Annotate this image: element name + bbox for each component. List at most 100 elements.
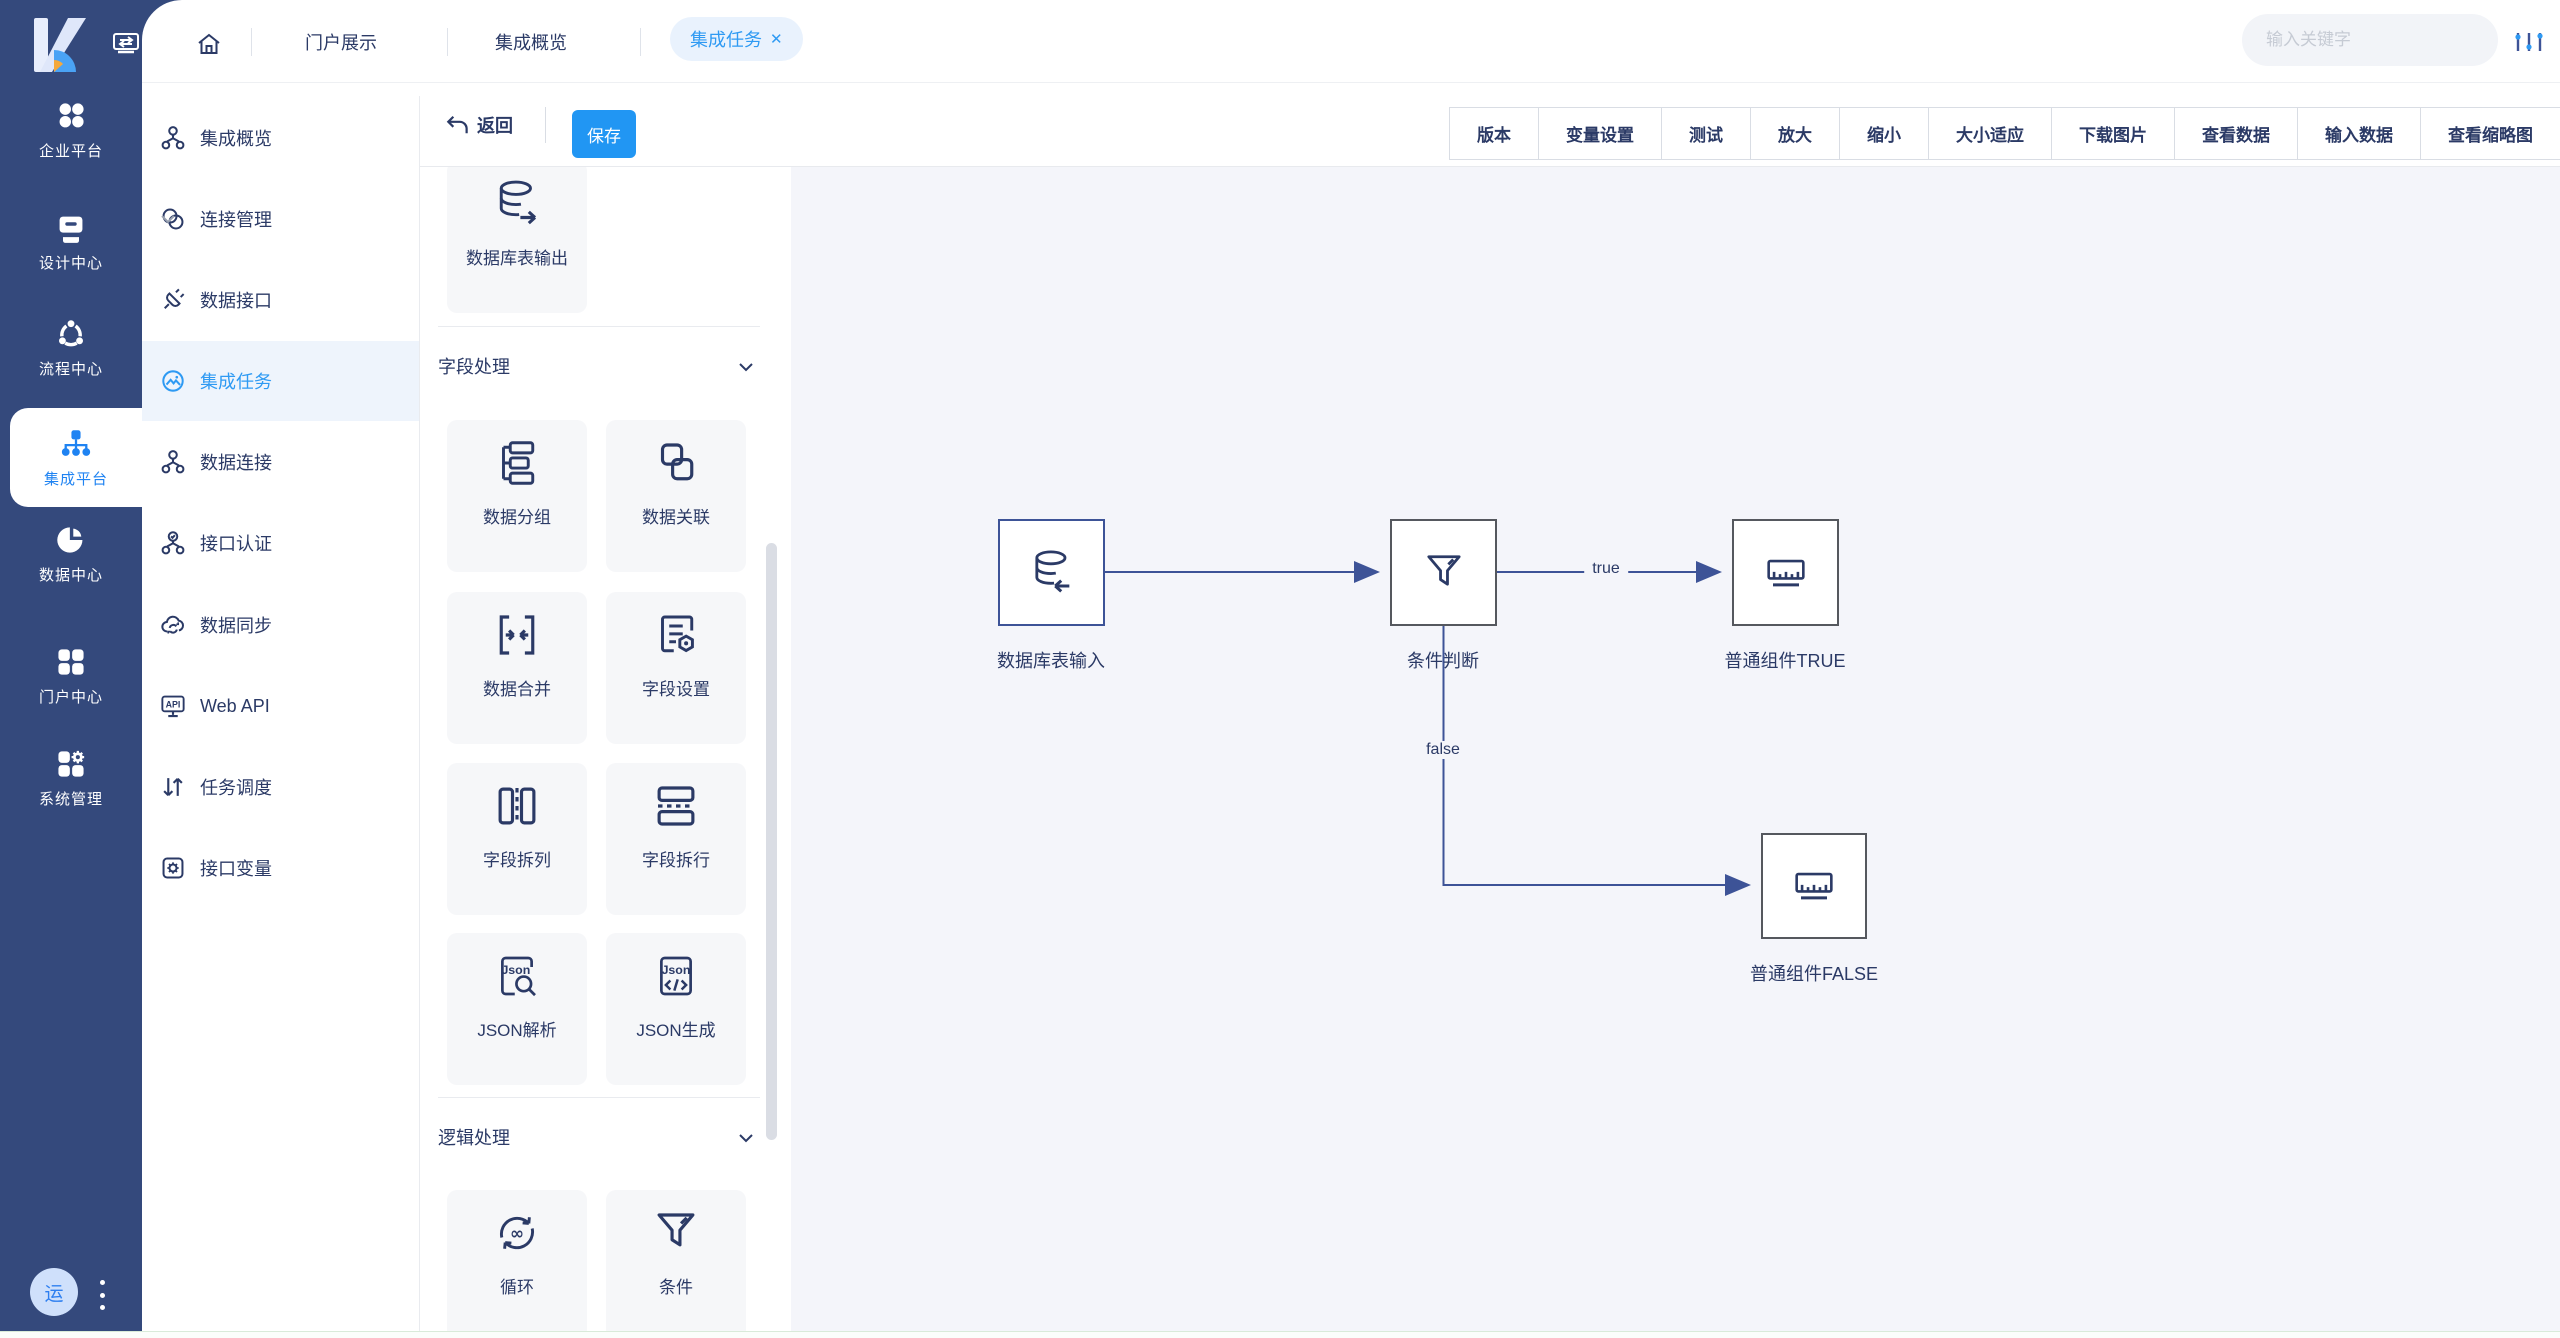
cloud-sync-icon <box>161 615 184 634</box>
avatar-text: 运 <box>44 1283 64 1305</box>
save-button[interactable]: 保存 <box>572 110 636 158</box>
portal-grid-icon <box>58 649 84 675</box>
tab-divider <box>447 28 448 56</box>
node-label-false-component: 普通组件FALSE <box>1749 964 1879 984</box>
clover-icon <box>59 103 84 128</box>
task-image-icon <box>162 370 184 392</box>
action-test-button[interactable]: 测试 <box>1662 108 1751 159</box>
sort-arrows-icon <box>163 777 183 797</box>
node-label-condition: 条件判断 <box>1407 651 1479 671</box>
sidebar-item-label: 企业平台 <box>38 143 103 160</box>
filter-sliders-icon[interactable] <box>2514 31 2544 53</box>
palette-card-loop[interactable]: ∞ 循环 <box>447 1190 587 1331</box>
toolbar-divider <box>545 107 546 143</box>
palette-card-field-split-row[interactable]: 字段拆行 <box>606 763 746 915</box>
menu-item-web-api[interactable]: API Web API <box>142 666 419 746</box>
palette-card-data-merge[interactable]: 数据合并 <box>447 592 587 744</box>
more-menu-icon[interactable] <box>98 1280 106 1310</box>
menu-item-data-sync[interactable]: 数据同步 <box>142 585 419 665</box>
action-input-data-button[interactable]: 输入数据 <box>2298 108 2421 159</box>
sidebar-item-design[interactable]: 设计中心 <box>0 212 142 273</box>
menu-item-integration-task[interactable]: 集成任务 <box>142 341 419 421</box>
bottom-scrollbar-track[interactable] <box>0 1331 2560 1338</box>
close-tab-icon[interactable]: ✕ <box>770 30 783 48</box>
palette-card-label: 字段设置 <box>642 680 710 699</box>
system-gear-icon <box>58 750 85 777</box>
node-condition[interactable] <box>1390 519 1497 626</box>
node-label-db-input: 数据库表输入 <box>997 651 1105 671</box>
flow-canvas[interactable]: true false 数据库表输入 条件判断 普通组件T <box>791 167 2560 1331</box>
pie-chart-icon <box>57 527 83 553</box>
user-avatar[interactable]: 运 <box>30 1268 78 1316</box>
action-fit-button[interactable]: 大小适应 <box>1929 108 2052 159</box>
sidebar-item-portal-center[interactable]: 门户中心 <box>0 646 142 707</box>
node-true-component[interactable] <box>1732 519 1839 626</box>
sidebar-item-label: 设计中心 <box>38 255 103 272</box>
node-false-component[interactable] <box>1761 833 1867 939</box>
menu-item-api-auth[interactable]: 接口认证 <box>142 503 419 583</box>
tab-integration-overview[interactable]: 集成概览 <box>495 33 567 53</box>
palette-scrollbar-thumb[interactable] <box>766 543 777 1140</box>
action-view-minimap-button[interactable]: 查看缩略图 <box>2421 108 2560 159</box>
sidebar-item-integration[interactable]: 集成平台 <box>10 408 142 507</box>
tab-integration-task-active[interactable]: 集成任务 ✕ <box>670 17 803 61</box>
palette-card-data-relate[interactable]: 数据关联 <box>606 420 746 572</box>
palette-section-logic-processing[interactable]: 逻辑处理 <box>438 1124 760 1152</box>
palette-card-db-output[interactable]: 数据库表输出 <box>447 167 587 313</box>
panel-divider <box>419 96 420 1331</box>
action-version-button[interactable]: 版本 <box>1450 108 1539 159</box>
palette-section-field-processing[interactable]: 字段处理 <box>438 353 760 381</box>
global-search[interactable] <box>2242 14 2498 66</box>
action-zoom-in-button[interactable]: 放大 <box>1751 108 1840 159</box>
action-view-data-button[interactable]: 查看数据 <box>2175 108 2298 159</box>
chevron-down-icon[interactable] <box>160 214 176 224</box>
edge-label-true: true <box>1584 560 1628 578</box>
menu-item-connection-mgmt[interactable]: 连接管理 <box>142 179 419 259</box>
svg-text:∞: ∞ <box>510 1223 524 1243</box>
menu-item-data-interface[interactable]: 数据接口 <box>142 260 419 340</box>
palette-card-label: JSON解析 <box>477 1021 557 1040</box>
menu-item-task-schedule[interactable]: 任务调度 <box>142 747 419 827</box>
menu-item-label: 任务调度 <box>200 778 272 798</box>
sidebar-item-label: 流程中心 <box>38 361 103 378</box>
palette-card-json-parse[interactable]: Json JSON解析 <box>447 933 587 1085</box>
collapse-sidebar-icon[interactable] <box>112 31 140 55</box>
menu-item-label: 连接管理 <box>200 210 272 230</box>
palette-card-label: 数据合并 <box>483 680 551 699</box>
sidebar-item-enterprise[interactable]: 企业平台 <box>0 100 142 161</box>
menu-item-integration-overview[interactable]: 集成概览 <box>142 98 419 178</box>
section-title: 字段处理 <box>438 357 510 377</box>
integration-menu: 集成概览 连接管理 数据接口 集成任务 <box>142 83 419 1331</box>
palette-card-condition[interactable]: 条件 <box>606 1190 746 1331</box>
menu-item-data-connection[interactable]: 数据连接 <box>142 422 419 502</box>
brand-logo[interactable] <box>30 16 104 74</box>
node-db-input[interactable] <box>998 519 1105 626</box>
tab-portal-display[interactable]: 门户展示 <box>305 33 377 53</box>
chevron-down-icon[interactable] <box>738 362 754 372</box>
designer-toolbar: 返回 保存 版本 变量设置 测试 放大 缩小 大小适应 下载图片 查看数据 输入… <box>419 83 2560 167</box>
menu-item-api-variables[interactable]: 接口变量 <box>142 828 419 908</box>
palette-divider <box>438 326 760 327</box>
palette-card-field-settings[interactable]: 字段设置 <box>606 592 746 744</box>
menu-item-label: 接口认证 <box>200 534 272 554</box>
action-variable-settings-button[interactable]: 变量设置 <box>1539 108 1662 159</box>
condition-funnel-icon <box>657 1213 695 1247</box>
menu-item-label: 集成任务 <box>200 372 272 392</box>
edge-condition-false[interactable] <box>1442 626 1751 896</box>
home-icon[interactable] <box>196 32 222 56</box>
sidebar-item-system-admin[interactable]: 系统管理 <box>0 748 142 809</box>
db-input-icon <box>1034 549 1069 593</box>
palette-card-data-group[interactable]: 数据分组 <box>447 420 587 572</box>
palette-card-field-split-col[interactable]: 字段拆列 <box>447 763 587 915</box>
back-button[interactable]: 返回 <box>445 109 513 141</box>
action-zoom-out-button[interactable]: 缩小 <box>1840 108 1929 159</box>
action-download-image-button[interactable]: 下载图片 <box>2052 108 2175 159</box>
sidebar-item-process[interactable]: 流程中心 <box>0 318 142 379</box>
data-relate-icon <box>660 443 694 481</box>
svg-text:Json: Json <box>501 963 530 977</box>
sidebar-item-data-center[interactable]: 数据中心 <box>0 524 142 585</box>
chevron-down-icon[interactable] <box>738 1133 754 1143</box>
data-group-icon <box>502 441 535 485</box>
palette-card-json-generate[interactable]: Json JSON生成 <box>606 933 746 1085</box>
search-input[interactable] <box>2266 30 2487 50</box>
